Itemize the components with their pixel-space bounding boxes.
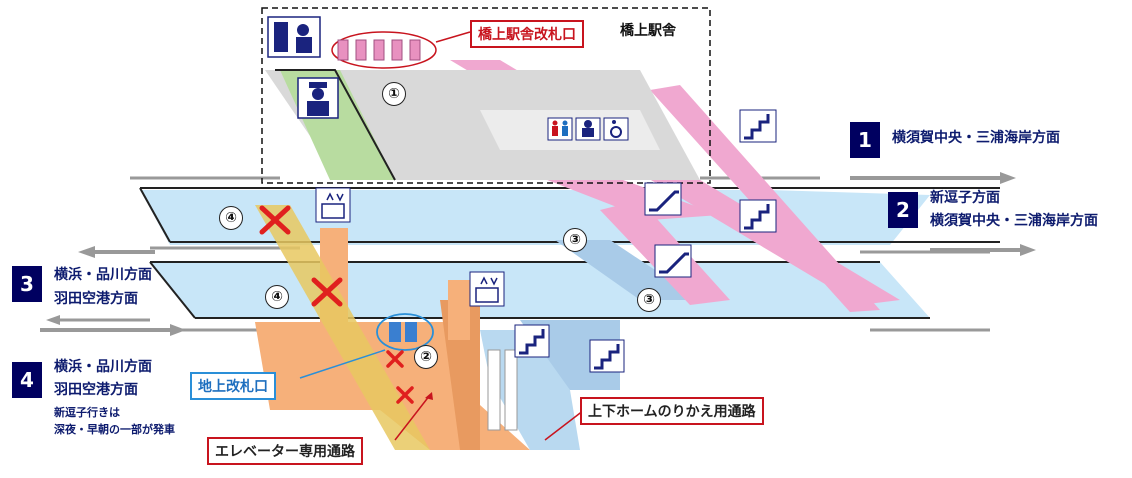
marker-4a: ④ xyxy=(219,206,243,230)
station-building-title: 橋上駅舎 xyxy=(620,23,676,39)
station-staff-icon xyxy=(297,77,339,119)
escalator-icon xyxy=(644,182,682,216)
marker-3a: ③ xyxy=(563,228,587,252)
stairs-icon xyxy=(589,339,625,373)
platform-3-badge: 3 xyxy=(12,266,42,302)
platform-3-line-2: 羽田空港方面 xyxy=(54,291,138,307)
stairs-icon xyxy=(739,109,777,143)
marker-2: ② xyxy=(414,345,438,369)
elevator-passage-label: エレベーター専用通路 xyxy=(207,437,363,465)
marker-3b: ③ xyxy=(637,288,661,312)
baby-room-icon xyxy=(575,117,601,141)
platform-3-line-1: 横浜・品川方面 xyxy=(54,267,152,283)
platform-2-line-1: 新逗子方面 xyxy=(930,190,1000,206)
escalator-icon xyxy=(654,244,692,278)
platform-2-badge: 2 xyxy=(888,192,918,228)
elevator-icon xyxy=(315,187,351,223)
platform-1-line-1: 横須賀中央・三浦海岸方面 xyxy=(892,130,1060,146)
bridge-gate-label: 橋上駅舎改札口 xyxy=(470,20,584,48)
ticket-machine-icon xyxy=(267,16,321,58)
platform-2-line-2: 横須賀中央・三浦海岸方面 xyxy=(930,213,1098,229)
platform-4-note-2: 深夜・早朝の一部が発車 xyxy=(54,423,175,436)
closed-x-icon xyxy=(259,205,343,307)
platform-4-badge: 4 xyxy=(12,362,42,398)
elevator-icon xyxy=(469,271,505,307)
platform-4-note-1: 新逗子行きは xyxy=(54,406,120,419)
platform-4-line-1: 横浜・品川方面 xyxy=(54,359,152,375)
stairs-icon xyxy=(739,199,777,233)
ground-gate-label: 地上改札口 xyxy=(190,372,276,400)
platform-4-line-2: 羽田空港方面 xyxy=(54,382,138,398)
ticket-gate-icon xyxy=(337,39,421,61)
marker-4b: ④ xyxy=(265,285,289,309)
platform-1-badge: 1 xyxy=(850,122,880,158)
stairs-icon xyxy=(514,324,550,358)
transfer-passage-label: 上下ホームのりかえ用通路 xyxy=(580,397,764,425)
restroom-icon xyxy=(547,117,573,141)
marker-1: ① xyxy=(382,82,406,106)
accessible-icon xyxy=(603,117,629,141)
